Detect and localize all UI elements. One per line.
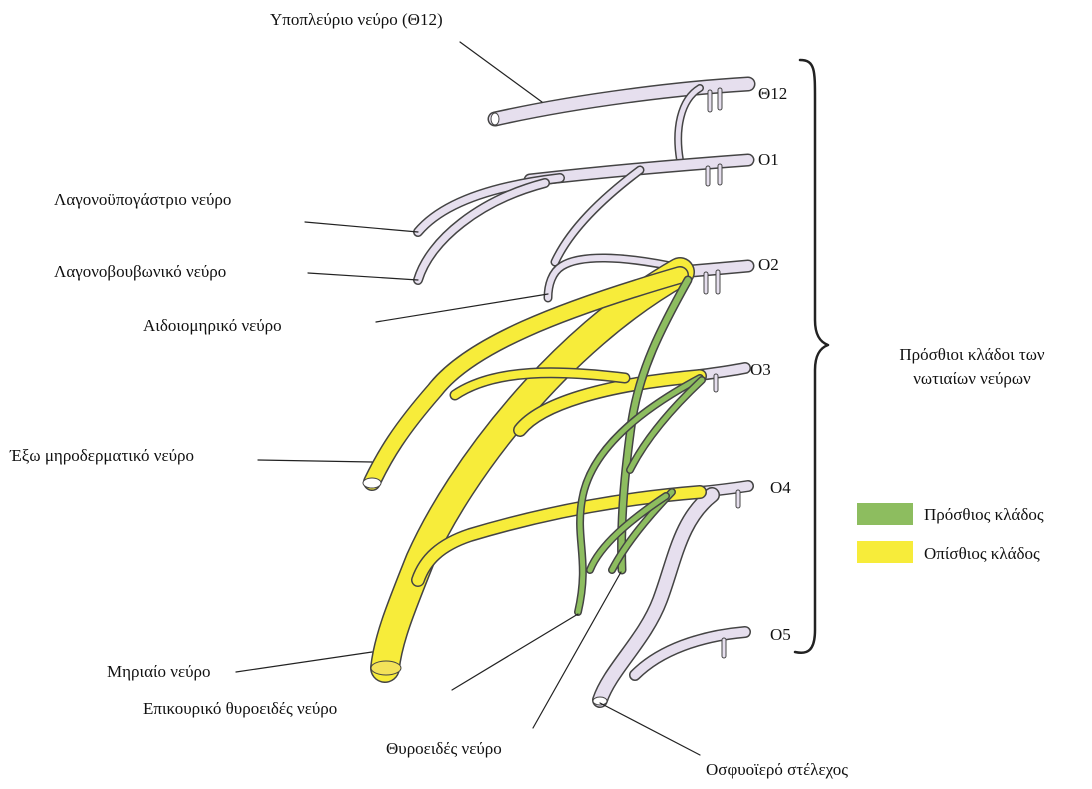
level-l3: Ο3 (750, 360, 771, 379)
level-t12: Θ12 (758, 84, 788, 103)
l1-rootlets (705, 163, 723, 187)
label-accessory-obturator-nerve: Επικουρικό θυροειδές νεύρο (143, 699, 338, 718)
accessory-obturator-path (574, 374, 704, 616)
t12-l1-connector (674, 84, 704, 164)
label-obturator-nerve: Θυροειδές νεύρο (386, 739, 502, 758)
t12-rootlets (707, 87, 723, 113)
l3-anterior-to-obturator (626, 376, 706, 474)
label-femoral-nerve: Μηριαίο νεύρο (107, 662, 211, 681)
leader-femoral (235, 651, 373, 673)
label-ilioinguinal-nerve: Λαγονοβουβωνικό νεύρο (54, 262, 227, 281)
leader-obturator (532, 571, 622, 729)
label-iliohypogastric-nerve: Λαγονοϋπογάστριο νεύρο (54, 190, 232, 209)
level-l4: Ο4 (770, 478, 791, 497)
leader-subcostal (459, 41, 543, 103)
t12-subcostal-nerve (487, 76, 756, 127)
label-genitofemoral-nerve: Αιδοιομηρικό νεύρο (143, 316, 282, 335)
leader-genitofemoral (375, 293, 549, 323)
legend-posterior-swatch (857, 541, 913, 563)
ventral-rami-caption-line1: Πρόσθιοι κλάδοι των (899, 345, 1045, 364)
leader-lumbosacral (599, 702, 701, 756)
leader-iliohypogastric (304, 221, 419, 233)
leader-ilioinguinal (307, 272, 419, 281)
l1-to-genitofemoral (550, 165, 645, 267)
brace (793, 58, 830, 654)
lateral-femoral-cutaneous-path (362, 266, 689, 491)
ventral-rami-caption-line2: νωτιαίων νεύρων (913, 369, 1031, 388)
level-l1: Ο1 (758, 150, 779, 169)
level-l5: Ο5 (770, 625, 791, 644)
level-l2: Ο2 (758, 255, 779, 274)
l3-root (694, 362, 751, 381)
l4-anterior-branches (586, 488, 676, 574)
genitofemoral-nerve-path (543, 253, 685, 303)
label-lumbosacral-trunk: Οσφυοϊερό στέλεχος (706, 760, 849, 779)
l2-rootlets (703, 269, 721, 295)
legend-anterior-label: Πρόσθιος κλάδος (924, 505, 1044, 524)
legend-posterior-label: Οπίσθιος κλάδος (924, 544, 1040, 563)
label-subcostal-nerve: Υποπλεύριο νεύρο (Θ12) (270, 10, 443, 29)
l3-posterior-division (513, 369, 707, 437)
leader-accessory-obturator (451, 613, 579, 691)
l4-posterior-division (411, 485, 707, 587)
leader-lfc (257, 459, 373, 463)
l5-root (629, 626, 751, 681)
l3-to-lfc-connector (449, 367, 631, 401)
legend-anterior-swatch (857, 503, 913, 525)
label-lateral-femoral-cutaneous-nerve: Έξω μηροδερματικό νεύρο (10, 446, 195, 465)
lumbosacral-trunk-path (592, 487, 720, 708)
femoral-nerve-path (370, 257, 695, 683)
ilioinguinal-nerve-path (413, 178, 550, 285)
ventral-rami-caption: Πρόσθιοι κλάδοι των νωτιαίων νεύρων (862, 343, 1082, 391)
